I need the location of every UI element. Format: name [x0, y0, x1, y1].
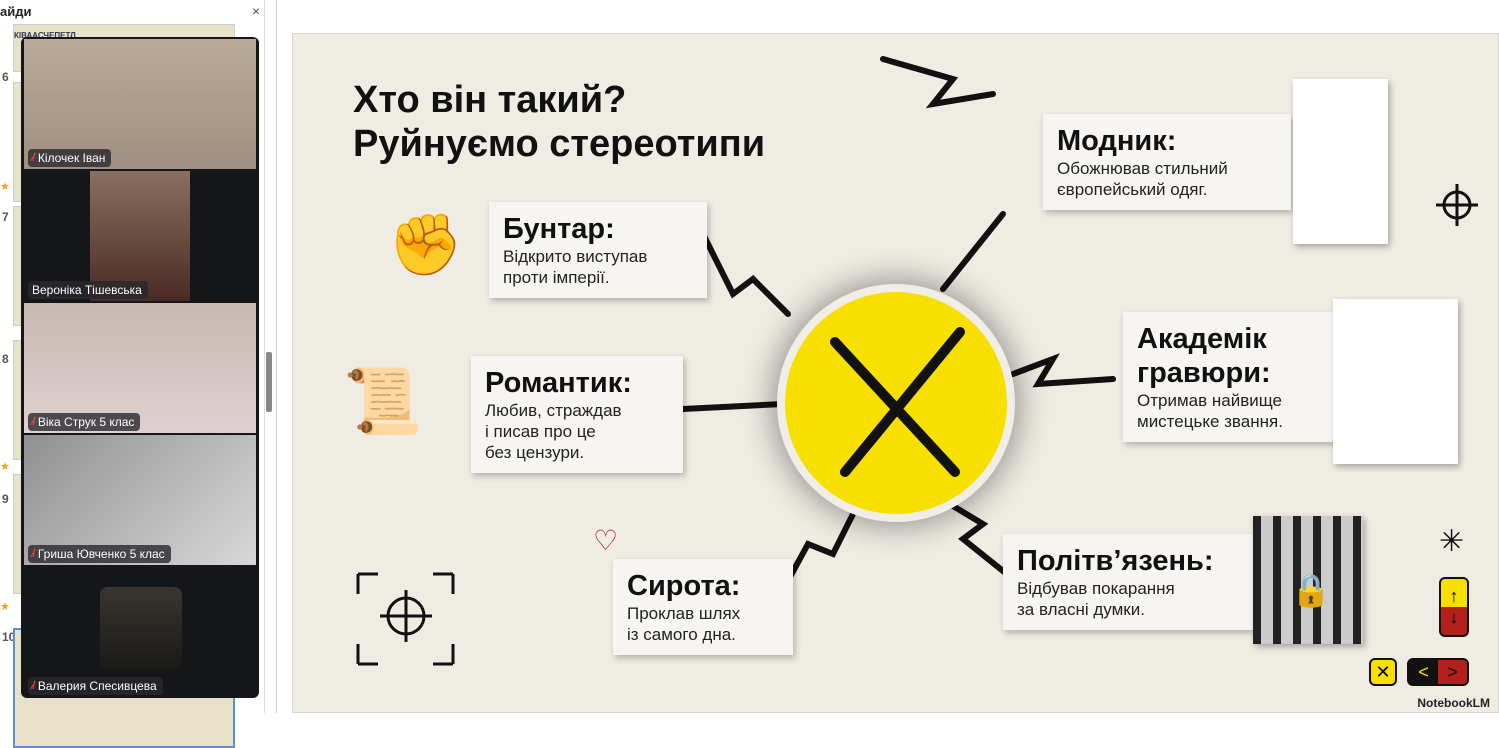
- slide-number: 7: [2, 210, 9, 224]
- participant-name-bar: ⁄̸Гриша Ювченко 5 клас: [28, 545, 171, 563]
- slide-canvas: Хто він такий? Руйнуємо стереотипи Бунта…: [292, 33, 1499, 713]
- star-icon: ★: [0, 461, 10, 473]
- arrow-icon: [1010, 353, 1116, 388]
- scroll-quill-icon: 📜: [343, 365, 423, 437]
- participant-name-bar: ⁄̸Кілочек Іван: [28, 149, 112, 167]
- card-text: Відкрито виступав: [503, 247, 648, 266]
- arrow-down-icon[interactable]: ↓: [1449, 607, 1459, 627]
- mic-muted-icon: ⁄̸: [32, 416, 34, 428]
- arrow-up-icon[interactable]: ↑: [1449, 586, 1459, 606]
- notebooklm-logo: NotebookLM: [1417, 696, 1490, 710]
- mic-muted-icon: ⁄̸: [32, 548, 34, 560]
- up-down-control[interactable]: ↑ ↓: [1439, 577, 1469, 637]
- heart-icon: ♡: [593, 525, 619, 556]
- participant-tile[interactable]: ⁄̸Віка Струк 5 клас: [24, 303, 256, 433]
- fist-laurel-icon: ✊: [388, 211, 463, 278]
- card-text: із самого дна.: [627, 625, 736, 644]
- slide-number: 10: [2, 630, 16, 644]
- card-heading: Академік: [1137, 323, 1267, 355]
- card-romantyk: Романтик: Любив, страждав і писав про це…: [471, 356, 683, 473]
- card-text: європейський одяг.: [1057, 180, 1208, 199]
- card-text: Відбував покарання: [1017, 579, 1175, 598]
- participant-video: [90, 171, 190, 301]
- participant-name: Гриша Ювченко 5 клас: [37, 547, 165, 561]
- slide-number: 6: [2, 70, 9, 84]
- card-text: Проклав шлях: [627, 604, 741, 623]
- arrow-icon: [700, 231, 791, 317]
- slide-number: 8: [2, 352, 9, 366]
- close-control-button[interactable]: ✕: [1369, 658, 1397, 686]
- arrow-icon: [940, 211, 1006, 292]
- slide-number: 9: [2, 492, 9, 506]
- card-text: мистецьке звання.: [1137, 412, 1283, 431]
- card-heading: Романтик:: [485, 367, 632, 399]
- arrow-icon: [775, 501, 861, 602]
- panel-title: айди: [0, 4, 32, 19]
- card-modnyk: Модник: Обожнював стильний європейський …: [1043, 114, 1291, 210]
- participant-name: Кілочек Іван: [37, 151, 106, 165]
- arrow-icon: [680, 401, 786, 412]
- card-heading: Модник:: [1057, 125, 1177, 157]
- star-icon: ★: [0, 601, 10, 613]
- gentleman-portrait-image: [1293, 79, 1388, 244]
- participant-avatar: [100, 587, 182, 669]
- card-syrota: Сирота: Проклав шлях із самого дна.: [613, 559, 793, 655]
- arrow-icon: [930, 491, 1016, 582]
- printing-press-image: [1333, 299, 1458, 464]
- card-text: Любив, страждав: [485, 401, 622, 420]
- card-buntar: Бунтар: Відкрито виступав проти імперії.: [489, 202, 707, 298]
- panel-splitter[interactable]: [266, 352, 272, 412]
- participant-name-bar: ⁄̸Віка Струк 5 клас: [28, 413, 141, 431]
- star-icon: ★: [0, 181, 10, 193]
- chevron-right-icon[interactable]: >: [1447, 661, 1458, 682]
- participant-tile[interactable]: ⁄̸Валерия Спесивцева: [24, 567, 256, 697]
- participant-tile[interactable]: Вероніка Тішевська: [24, 171, 256, 301]
- participant-name: Вероніка Тішевська: [32, 283, 142, 297]
- card-heading: гравюри:: [1137, 357, 1271, 389]
- card-akademik: Академік гравюри: Отримав найвище мистец…: [1123, 312, 1343, 442]
- participant-name-bar: ⁄̸Валерия Спесивцева: [28, 677, 163, 695]
- prison-bars-lock-image: 🔒: [1253, 516, 1363, 644]
- card-text: Отримав найвище: [1137, 391, 1282, 410]
- participant-name: Віка Струк 5 клас: [37, 415, 135, 429]
- prev-next-control[interactable]: < >: [1407, 658, 1469, 686]
- card-heading: Бунтар:: [503, 213, 615, 245]
- title-line: Хто він такий?: [353, 79, 627, 121]
- close-panel-button[interactable]: ×: [252, 3, 261, 19]
- card-heading: Політв’язень:: [1017, 545, 1214, 577]
- participant-name: Валерия Спесивцева: [37, 679, 157, 693]
- quill-brush-icon: [830, 327, 965, 477]
- card-heading: Сирота:: [627, 570, 741, 602]
- participant-tile[interactable]: ⁄̸Гриша Ювченко 5 клас: [24, 435, 256, 565]
- card-text: за власні думки.: [1017, 600, 1145, 619]
- participant-tile[interactable]: ⁄̸Кілочек Іван: [24, 39, 256, 169]
- card-text: без цензури.: [485, 443, 585, 462]
- feather-brush-emblem: [785, 292, 1007, 514]
- title-line: Руйнуємо стереотипи: [353, 123, 766, 165]
- mic-muted-icon: ⁄̸: [32, 680, 34, 692]
- thumbnail-text: КІВААСЧЕПЕТЛ: [14, 31, 76, 40]
- mic-muted-icon: ⁄̸: [32, 152, 34, 164]
- padlock-icon: 🔒: [1291, 572, 1331, 608]
- video-call-panel: ⁄̸Кілочек Іван Вероніка Тішевська ⁄̸Віка…: [21, 37, 259, 698]
- participant-name-bar: Вероніка Тішевська: [28, 281, 148, 299]
- compass-arrows-icon: ✳: [1439, 525, 1465, 558]
- chevron-left-icon[interactable]: <: [1418, 661, 1429, 682]
- card-politviazen: Політв’язень: Відбував покарання за влас…: [1003, 534, 1253, 630]
- card-text: і писав про це: [485, 422, 596, 441]
- arrows-graphic: [356, 56, 1478, 666]
- arrow-icon: [880, 56, 996, 109]
- card-text: Обожнював стильний: [1057, 159, 1228, 178]
- slide-title: Хто він такий? Руйнуємо стереотипи: [353, 78, 765, 166]
- card-text: проти імперії.: [503, 268, 610, 287]
